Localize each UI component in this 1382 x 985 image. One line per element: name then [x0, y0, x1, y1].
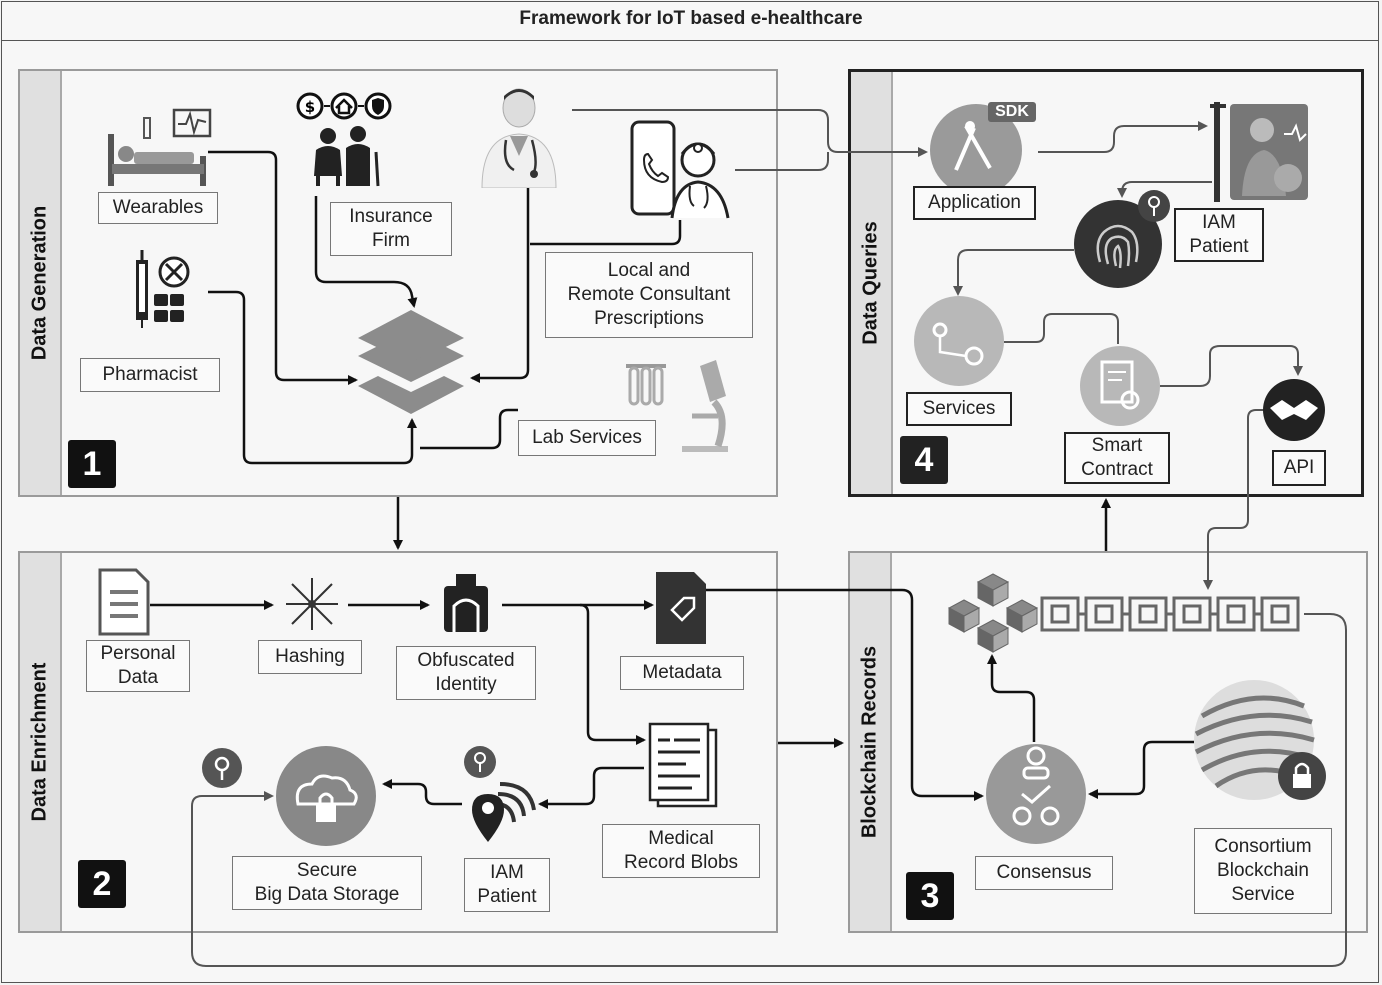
medical-record-document-icon — [648, 722, 718, 808]
svg-text:$: $ — [305, 98, 315, 116]
iam-fingerprint-location-icon — [464, 746, 536, 842]
services-gears-icon — [914, 296, 1004, 386]
data-layers-icon — [358, 310, 464, 414]
blockchain-cubes-icon — [948, 573, 1038, 653]
lab-microscope-icon — [626, 360, 728, 452]
strip-data-enrichment: Data Enrichment — [20, 553, 62, 931]
section-number-4: 4 — [900, 436, 948, 484]
wearables-label: Wearables — [98, 192, 218, 224]
section-number-3: 3 — [906, 872, 954, 920]
strip-data-generation: Data Generation — [20, 71, 62, 495]
obfuscated-identity-icon — [444, 574, 488, 632]
hospital-bed-icon — [108, 108, 212, 186]
services-label: Services — [906, 392, 1012, 426]
api-handshake-icon — [1263, 379, 1325, 441]
insurance-firm-label: Insurance Firm — [330, 202, 452, 256]
application-sdk-icon — [930, 102, 1036, 190]
personal-data-document-icon — [98, 568, 150, 636]
strip-data-queries: Data Queries — [851, 72, 893, 494]
metadata-tag-icon — [656, 572, 706, 644]
obfuscated-identity-label: Obfuscated Identity — [396, 646, 536, 700]
personal-data-label: Personal Data — [86, 640, 190, 692]
medical-record-blobs-label: Medical Record Blobs — [602, 824, 760, 878]
pharmacy-syringe-icon — [136, 250, 190, 328]
hashing-network-icon — [286, 578, 338, 630]
consensus-label: Consensus — [975, 856, 1113, 890]
section-number-1: 1 — [68, 440, 116, 488]
consortium-globe-icon — [1194, 680, 1326, 800]
sdk-badge: SDK — [995, 103, 1029, 120]
remote-consultant-icon — [630, 120, 730, 219]
api-label: API — [1272, 450, 1326, 486]
pharmacist-label: Pharmacist — [80, 358, 220, 392]
metadata-label: Metadata — [620, 656, 744, 690]
application-label: Application — [913, 186, 1036, 220]
insurance-family-icon: $ — [296, 92, 392, 187]
diagram-title: Framework for IoT based e-healthcare — [519, 8, 863, 29]
fingerprint-key-icon — [1074, 190, 1170, 288]
consensus-people-icon — [986, 744, 1086, 844]
strip-blockchain-records: Blockchain Records — [850, 553, 892, 931]
lab-services-label: Lab Services — [518, 420, 656, 456]
section-label-queries: Data Queries — [859, 221, 882, 345]
smart-contract-icon — [1080, 346, 1160, 426]
hashing-label: Hashing — [258, 640, 362, 674]
section-label-generation: Data Generation — [28, 205, 51, 361]
consultant-prescriptions-label: Local and Remote Consultant Prescription… — [545, 252, 753, 338]
blockchain-chain-icon — [1040, 596, 1300, 632]
doctor-icon — [481, 88, 557, 188]
iam-patient-monitor-icon — [1210, 102, 1308, 202]
title-divider — [1, 40, 1379, 41]
consortium-blockchain-service-label: Consortium Blockchain Service — [1194, 828, 1332, 914]
section-number-2: 2 — [78, 860, 126, 908]
secure-big-data-storage-label: Secure Big Data Storage — [232, 856, 422, 910]
section-label-blockchain: Blockchain Records — [858, 645, 881, 839]
iam-patient-label: IAM Patient — [464, 858, 550, 912]
smart-contract-label: Smart Contract — [1064, 432, 1170, 484]
secure-cloud-storage-icon — [202, 746, 376, 846]
section-label-enrichment: Data Enrichment — [28, 662, 51, 822]
iam-patient-query-label: IAM Patient — [1174, 208, 1264, 262]
